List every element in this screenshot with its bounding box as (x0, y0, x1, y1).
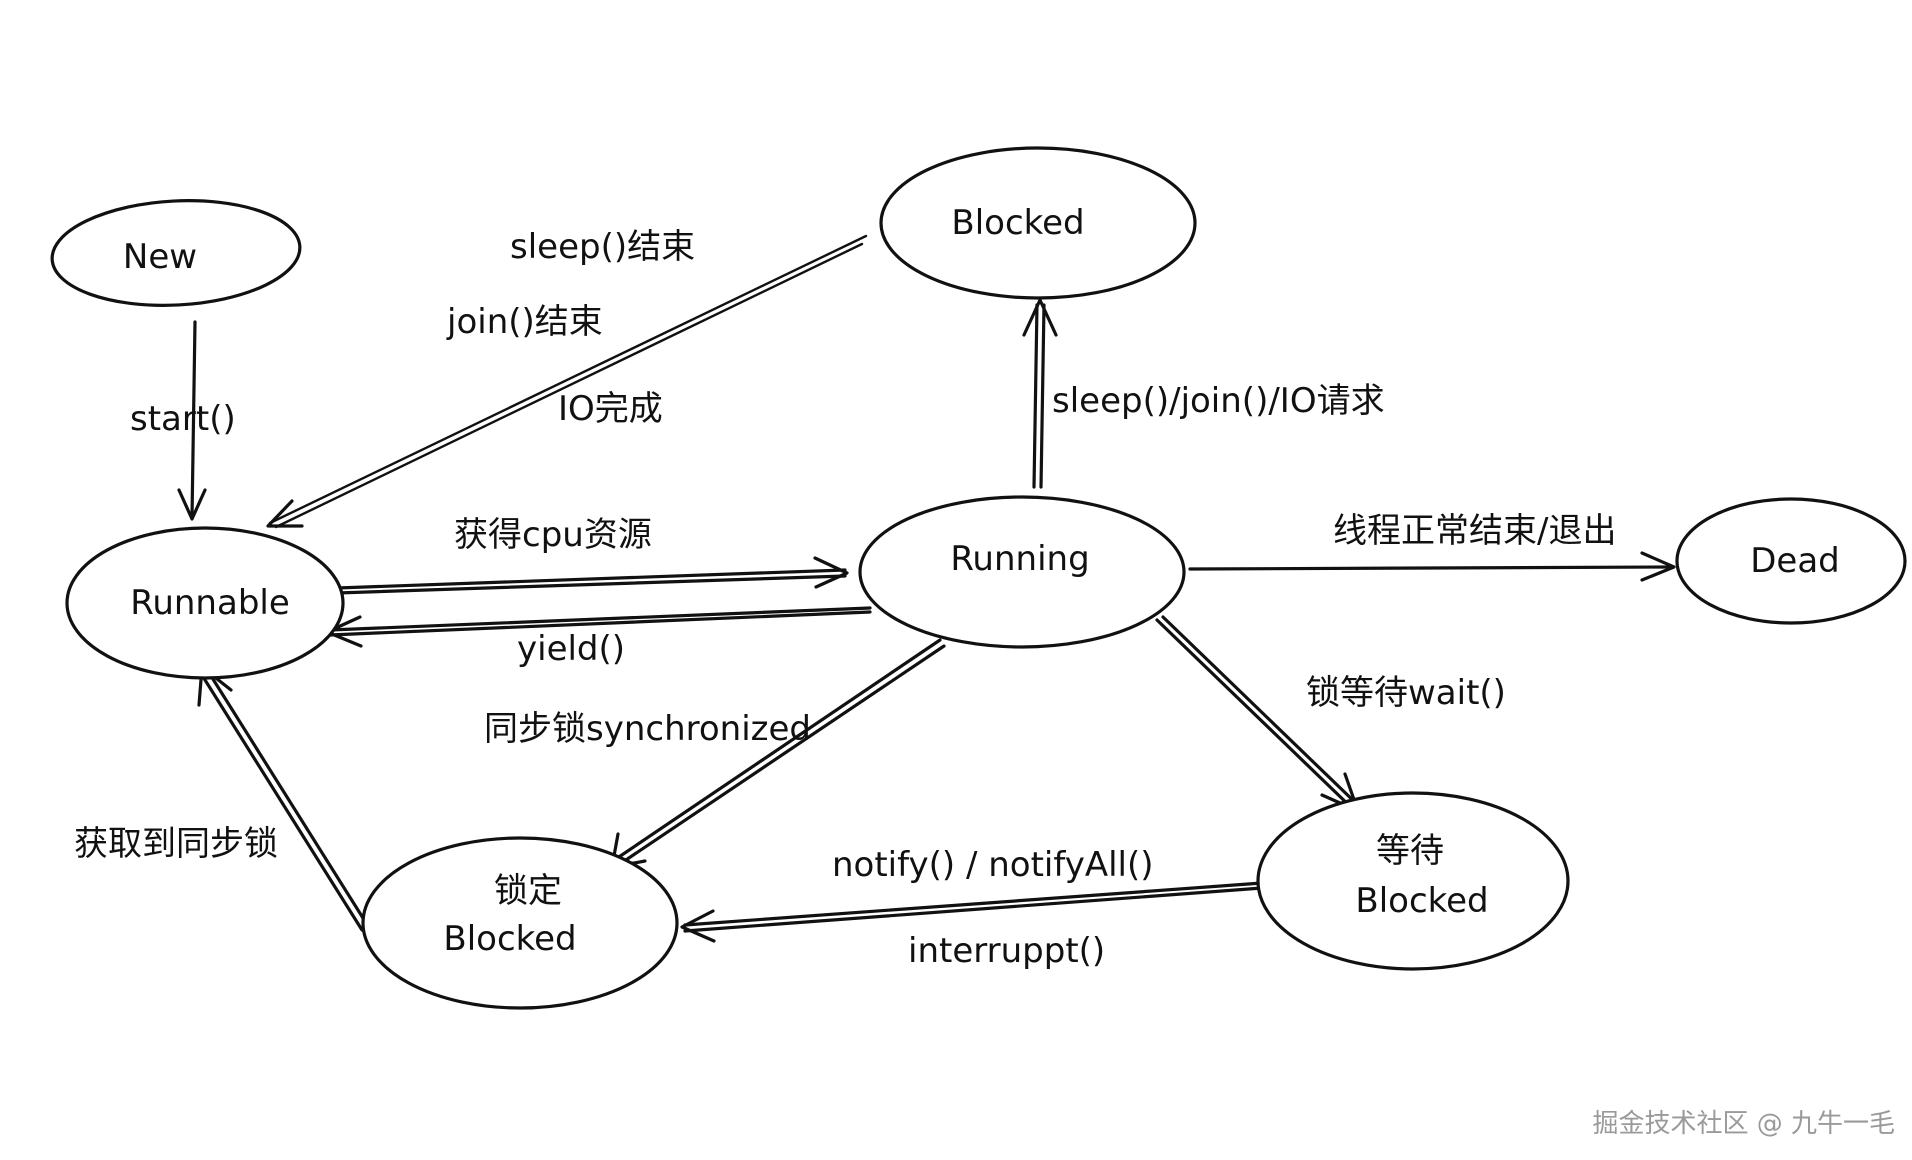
edge-label-io-done: IO完成 (558, 389, 663, 429)
node-running: Running (858, 495, 1186, 649)
edge-waiting-to-locked (680, 881, 1264, 943)
edge-label-sleep-end: sleep()结束 (510, 227, 695, 267)
edge-running-to-blocked (1022, 298, 1058, 489)
node-running-label: Running (950, 539, 1089, 579)
node-waiting-label-line2: Blocked (1355, 881, 1488, 921)
node-new-label: New (123, 237, 197, 277)
edge-label-notify: notify() / notifyAll() (832, 845, 1154, 885)
node-waiting-label-line1: 等待 (1376, 831, 1444, 871)
edge-runnable-to-running (335, 556, 849, 595)
node-runnable: Runnable (65, 526, 345, 680)
node-locked-blocked: 锁定 Blocked (361, 836, 679, 1010)
watermark: 掘金技术社区 @ 九牛一毛 (1592, 1109, 1895, 1139)
node-blocked-top-label: Blocked (951, 203, 1084, 243)
edge-running-to-dead (1188, 551, 1676, 582)
edge-label-lock-wait: 锁等待wait() (1306, 673, 1506, 713)
edge-label-yield: yield() (517, 629, 625, 669)
edge-blocked-to-runnable (266, 234, 868, 529)
edge-locked-to-runnable (197, 665, 370, 932)
edge-running-to-locked (608, 638, 946, 870)
node-new: New (50, 199, 302, 307)
edge-new-to-runnable (177, 320, 207, 521)
edge-label-interrupt: interruppt() (908, 931, 1105, 971)
node-runnable-label: Runnable (130, 583, 290, 623)
node-blocked-top: Blocked (879, 146, 1197, 300)
edge-label-join-end: join()结束 (446, 302, 603, 342)
node-locked-label-line2: Blocked (443, 919, 576, 959)
edge-label-sync-lock: 同步锁synchronized (484, 709, 811, 749)
node-waiting-blocked: 等待 Blocked (1256, 791, 1570, 971)
edge-label-blocking-calls: sleep()/join()/IO请求 (1052, 381, 1385, 421)
node-dead-label: Dead (1750, 541, 1840, 581)
edge-label-exit: 线程正常结束/退出 (1333, 511, 1616, 551)
node-locked-label-line1: 锁定 (494, 871, 562, 911)
node-dead: Dead (1675, 497, 1907, 625)
edge-running-to-waiting (1155, 615, 1363, 814)
edge-label-get-cpu: 获得cpu资源 (454, 515, 652, 555)
edge-label-start: start() (130, 399, 236, 439)
edge-label-acquire-lock: 获取到同步锁 (74, 824, 278, 864)
